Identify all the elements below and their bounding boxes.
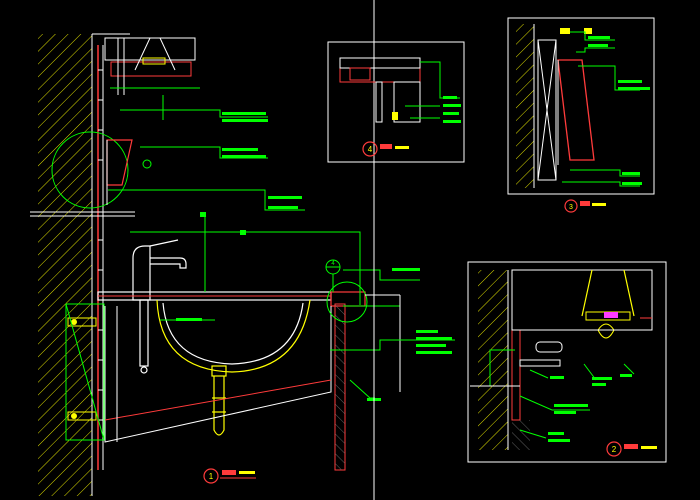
section-marker-number: 4 xyxy=(331,261,335,267)
countertop xyxy=(97,291,366,471)
detail-number-3: 3 xyxy=(569,204,573,211)
detail-number-2: 2 xyxy=(612,445,617,454)
detail-label-3: 3 xyxy=(564,199,606,213)
annotation-text-bars xyxy=(176,112,452,401)
detail-number-1: 1 xyxy=(209,472,214,481)
mirror-bracket xyxy=(51,131,152,209)
wall-tile-joints xyxy=(98,69,103,421)
section-marker: 4 xyxy=(325,259,341,292)
detail-number-4: 4 xyxy=(368,145,373,154)
vanity-panel xyxy=(104,306,332,443)
detail-2-panel: 2 xyxy=(467,261,667,463)
detail-3-panel: 3 xyxy=(507,17,655,213)
detail-label-4: 4 xyxy=(362,141,409,157)
anchor-bolt-icon xyxy=(67,317,97,421)
support-frame xyxy=(65,303,105,441)
wall-hatch xyxy=(38,34,92,496)
detail-callout-circle xyxy=(326,281,368,323)
detail-1-section: 4 xyxy=(30,33,455,496)
detail-label-1: 1 xyxy=(203,468,256,484)
ceiling-detail xyxy=(104,37,200,95)
annotation-leaders xyxy=(108,95,455,399)
washbasin-icon xyxy=(156,299,311,436)
detail-label-2: 2 xyxy=(606,441,657,457)
detail-4-panel: 4 xyxy=(327,41,465,163)
